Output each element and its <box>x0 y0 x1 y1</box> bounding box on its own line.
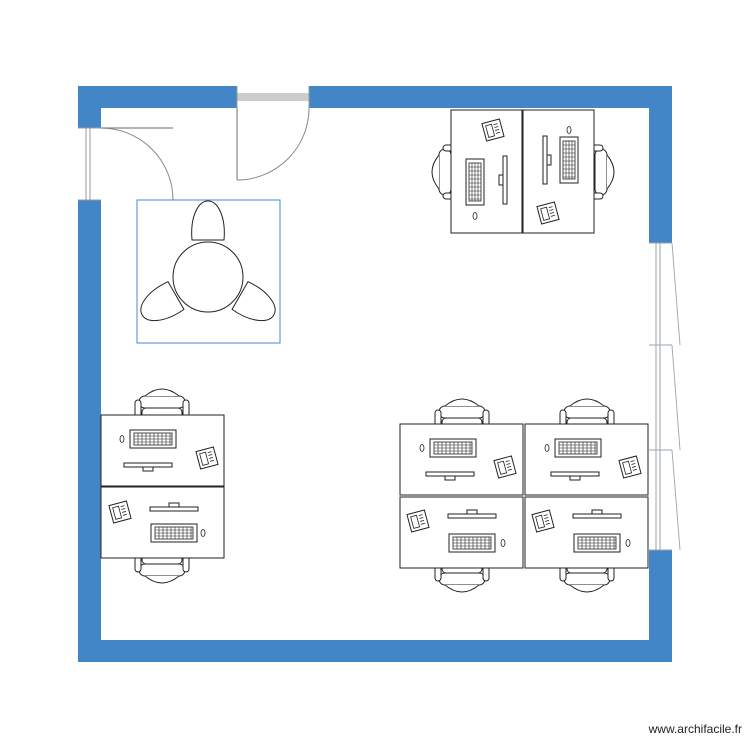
meeting-rug <box>136 199 281 344</box>
round-table <box>140 200 276 322</box>
desk <box>399 496 524 569</box>
left-door[interactable] <box>78 127 174 201</box>
desk <box>522 109 595 234</box>
desk <box>100 486 225 559</box>
top-door[interactable] <box>236 86 310 181</box>
desk-cluster-bottom-right <box>399 398 649 593</box>
watermark-text: www.archifacile.fr <box>648 722 742 736</box>
desk <box>524 496 649 569</box>
desk-cluster-left <box>100 388 225 584</box>
desk-cluster-top-right <box>431 109 615 234</box>
meeting-area <box>136 199 281 344</box>
right-window <box>649 242 681 551</box>
desk <box>450 109 523 234</box>
